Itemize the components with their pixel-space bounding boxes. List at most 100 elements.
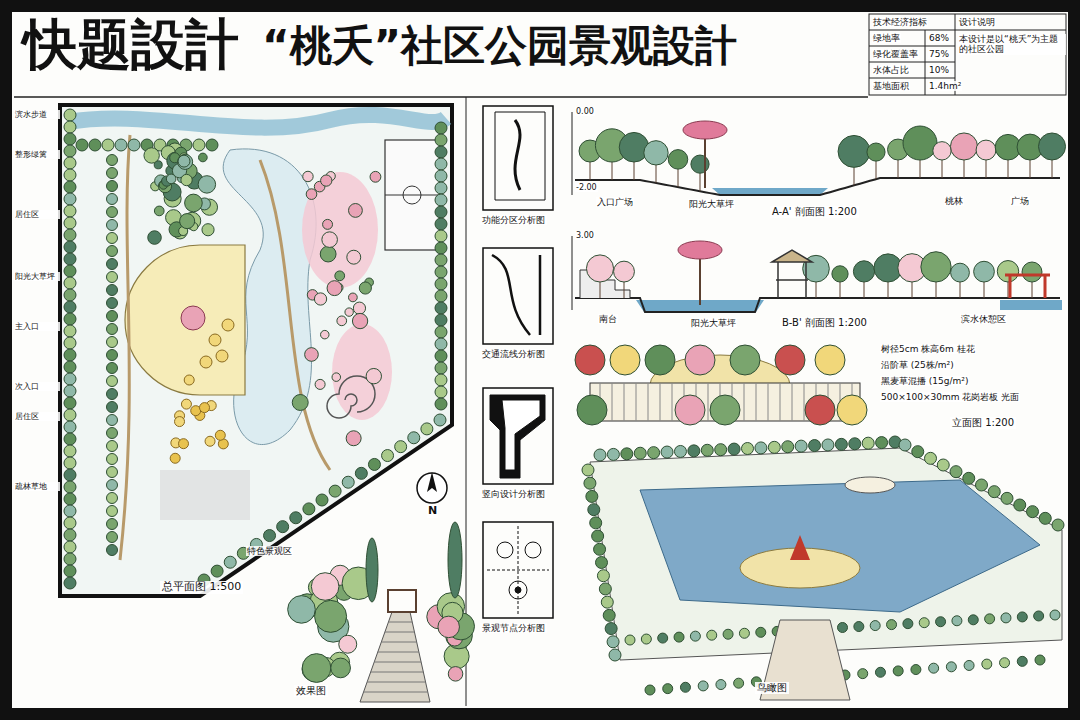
tree-canopy — [658, 633, 668, 643]
tree-canopy — [603, 609, 615, 621]
tree-canopy — [590, 517, 602, 529]
tree-canopy — [368, 458, 380, 470]
tree-canopy — [911, 665, 921, 675]
tree-canopy — [64, 157, 76, 169]
tree-canopy — [675, 395, 705, 425]
tree-canopy — [107, 298, 118, 309]
tree-canopy — [331, 658, 351, 678]
tree-canopy — [592, 530, 604, 542]
trunk — [1032, 282, 1033, 298]
tree-canopy — [64, 409, 76, 421]
tree-canopy — [599, 583, 611, 595]
tree-canopy — [107, 454, 118, 465]
wall-joint — [792, 383, 793, 421]
tree-canopy — [353, 302, 365, 314]
tree-canopy — [691, 155, 709, 173]
tree-canopy — [323, 219, 333, 229]
tree-canopy — [1039, 512, 1051, 524]
tree-canopy — [193, 139, 205, 151]
tree-canopy — [644, 141, 668, 165]
tree-canopy — [435, 350, 447, 362]
tree-canopy — [435, 254, 447, 266]
tree-canopy — [355, 467, 367, 479]
index-table — [869, 14, 1066, 95]
tree-canopy — [178, 154, 193, 169]
wall-joint — [768, 383, 769, 421]
annotation: 疏林草地 — [14, 482, 60, 491]
cypress — [366, 538, 378, 602]
tree-canopy — [321, 330, 330, 339]
tree-canopy — [264, 530, 276, 542]
annotation: 桃林 — [944, 196, 964, 206]
tree-canopy — [707, 630, 717, 640]
tree-canopy — [107, 285, 118, 296]
tree-canopy — [435, 386, 447, 398]
tree-canopy — [435, 314, 447, 326]
tree-canopy — [198, 176, 215, 193]
tree-canopy — [435, 206, 447, 218]
pergola — [388, 590, 416, 612]
wall-joint — [624, 383, 625, 421]
tree-canopy — [107, 181, 118, 192]
tree-canopy — [205, 436, 215, 446]
tree-canopy — [370, 171, 381, 182]
wall-joint — [612, 383, 613, 421]
tree-canopy — [64, 493, 76, 505]
tree-canopy — [382, 450, 394, 462]
tree-canopy — [315, 600, 347, 632]
tree-canopy — [701, 444, 713, 456]
tree-canopy — [775, 345, 805, 375]
tree-canopy — [180, 214, 195, 229]
tree-canopy — [64, 253, 76, 265]
tree-canopy — [594, 543, 606, 555]
tree-canopy — [64, 241, 76, 253]
tree-canopy — [435, 278, 447, 290]
tree-canopy — [395, 441, 407, 453]
tree-canopy — [107, 337, 118, 348]
tree-canopy — [435, 374, 447, 386]
master-plan: 总平面图 1:500 — [60, 105, 452, 600]
tree-canopy — [224, 556, 236, 568]
tree-canopy — [107, 168, 118, 179]
tree-canopy — [434, 414, 446, 426]
tree-canopy — [342, 476, 354, 488]
tree-canopy — [314, 293, 326, 305]
analysis-panel: 交通流线分析图 — [480, 245, 556, 370]
table-cell: 基地面积 — [872, 81, 910, 91]
tree-canopy — [974, 261, 995, 282]
tree-canopy — [290, 512, 302, 524]
tree-canopy — [919, 618, 929, 628]
tree-canopy — [107, 207, 118, 218]
tree-canopy — [685, 345, 715, 375]
tree-canopy — [968, 615, 978, 625]
tree-canopy — [178, 155, 190, 167]
umbrella-canopy — [683, 121, 727, 139]
tree-canopy — [107, 324, 118, 335]
tree-canopy — [586, 490, 598, 502]
tree-canopy — [107, 545, 118, 556]
tree-canopy — [950, 466, 962, 478]
tree-canopy — [184, 375, 194, 385]
tree-canopy — [64, 349, 76, 361]
tree-canopy — [728, 443, 740, 455]
tree-canopy — [64, 109, 76, 121]
tree-canopy — [327, 281, 342, 296]
tree-canopy — [181, 306, 205, 330]
tree-canopy — [302, 654, 331, 683]
tree-canopy — [64, 277, 76, 289]
trunk — [624, 282, 625, 298]
step-edge — [371, 672, 424, 673]
tree-canopy — [277, 521, 289, 533]
tree-canopy — [76, 139, 88, 151]
tree-canopy — [107, 493, 118, 504]
aerial-panel: 鸟瞰图 — [570, 440, 1065, 702]
tree-canopy — [64, 145, 76, 157]
tree-canopy — [435, 242, 447, 254]
annotation: 南台 — [598, 314, 618, 324]
table-cell: 75% — [928, 49, 950, 59]
tree-canopy — [809, 440, 821, 452]
annotation: 阳光大草坪 — [14, 272, 60, 281]
tree-canopy — [200, 356, 212, 368]
steps — [360, 612, 430, 702]
